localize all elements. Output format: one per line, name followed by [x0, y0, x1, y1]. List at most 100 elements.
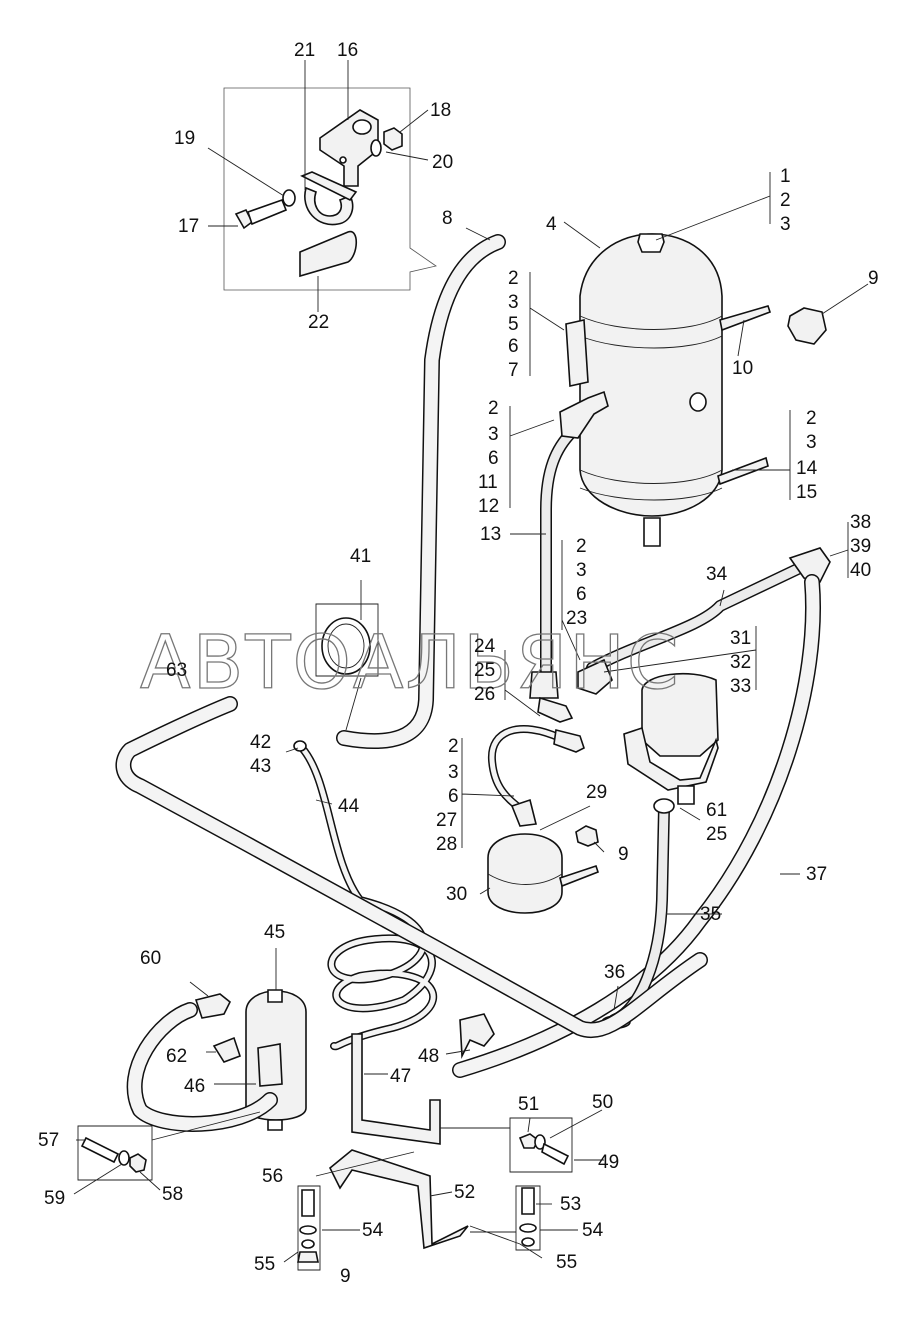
label-38: 38	[850, 512, 871, 533]
washer-20	[370, 139, 382, 157]
label-28: 28	[436, 834, 457, 855]
nut-61	[653, 798, 675, 814]
label-6-valve: 6	[508, 336, 519, 357]
label-35: 35	[700, 904, 721, 925]
elbow-60	[194, 993, 232, 1019]
label-4: 4	[546, 214, 557, 235]
filter-unit	[623, 672, 719, 805]
bolt-17	[234, 198, 288, 230]
label-9-bottom: 9	[340, 1266, 351, 1287]
label-19: 19	[174, 128, 195, 149]
label-2-small: 2	[448, 736, 459, 757]
label-9-top: 9	[868, 268, 879, 289]
label-34: 34	[706, 564, 728, 585]
label-11: 11	[478, 472, 498, 493]
label-2-drain: 2	[806, 408, 817, 429]
label-2-elbow: 2	[488, 398, 499, 419]
label-2-pipe: 2	[576, 536, 587, 557]
label-12: 12	[478, 496, 499, 517]
label-20: 20	[432, 152, 453, 173]
label-53: 53	[560, 1194, 581, 1215]
label-25-top: 25	[474, 660, 495, 681]
fitting-26	[537, 696, 574, 723]
strap-10	[719, 305, 772, 332]
label-55-right: 55	[556, 1252, 577, 1273]
nut-18	[383, 127, 403, 151]
bolt-57	[80, 1136, 147, 1173]
label-43: 43	[250, 756, 271, 777]
label-48: 48	[418, 1046, 439, 1067]
label-39: 39	[850, 536, 871, 557]
label-29: 29	[586, 782, 607, 803]
air-tank-4	[565, 233, 723, 547]
label-16: 16	[337, 40, 358, 61]
label-47: 47	[390, 1066, 411, 1087]
nut-9-top	[787, 307, 827, 345]
label-18: 18	[430, 100, 451, 121]
label-1: 1	[780, 166, 791, 187]
bracket-48	[459, 1013, 495, 1060]
label-54-right: 54	[582, 1220, 604, 1241]
label-21: 21	[294, 40, 315, 61]
small-tank-30	[487, 833, 563, 914]
bolt-56	[297, 1189, 319, 1263]
strap-14	[717, 456, 769, 486]
label-37: 37	[806, 864, 827, 885]
label-23: 23	[566, 608, 587, 629]
label-8: 8	[442, 208, 453, 229]
bolt-53	[519, 1187, 537, 1247]
bracket-47	[351, 1033, 441, 1145]
label-3-small: 3	[448, 762, 459, 783]
label-41: 41	[350, 546, 371, 567]
label-30: 30	[446, 884, 467, 905]
fitting-31	[577, 658, 613, 695]
label-6-elbow: 6	[488, 448, 499, 469]
bolt-49	[518, 1133, 570, 1166]
label-15: 15	[796, 482, 817, 503]
fitting-28	[510, 798, 537, 827]
label-22: 22	[308, 312, 329, 333]
watermark: АВТОАЛЬЯНС	[140, 620, 681, 706]
label-6-small: 6	[448, 786, 459, 807]
label-27: 27	[436, 810, 457, 831]
label-50: 50	[592, 1092, 613, 1113]
clamp-41	[321, 617, 371, 675]
strap-22	[299, 231, 358, 278]
label-25-bottom: 25	[706, 824, 727, 845]
label-14: 14	[796, 458, 818, 479]
label-44: 44	[338, 796, 360, 817]
label-24: 24	[474, 636, 496, 657]
label-62: 62	[166, 1046, 187, 1067]
label-63: 63	[166, 660, 187, 681]
fitting-25	[553, 729, 585, 753]
washer-19	[282, 189, 296, 207]
label-55-left: 55	[254, 1254, 275, 1275]
elbow-fitting-11	[559, 390, 609, 439]
label-3-drain: 3	[806, 432, 817, 453]
label-3-tank: 3	[780, 214, 791, 235]
fitting-24	[529, 671, 559, 699]
label-9-mid: 9	[618, 844, 629, 865]
label-17: 17	[178, 216, 199, 237]
bracket-52	[328, 1149, 469, 1250]
label-2-tank: 2	[780, 190, 791, 211]
label-45: 45	[264, 922, 285, 943]
label-60: 60	[140, 948, 161, 969]
label-42: 42	[250, 732, 271, 753]
label-58: 58	[162, 1184, 183, 1205]
label-46: 46	[184, 1076, 205, 1097]
label-3-pipe: 3	[576, 560, 587, 581]
label-59: 59	[44, 1188, 65, 1209]
label-13: 13	[480, 524, 501, 545]
label-52: 52	[454, 1182, 475, 1203]
label-26: 26	[474, 684, 495, 705]
label-3-valve: 3	[508, 292, 519, 313]
hose-27	[487, 725, 564, 814]
nut-42	[293, 740, 307, 752]
fitting-38	[788, 547, 831, 583]
part-labels: 21 16 18 19 20 17 22 8 4 1 2 3 9 10 2 3 …	[38, 40, 879, 1287]
strap-30	[559, 864, 599, 888]
label-49: 49	[598, 1152, 619, 1173]
bracket-16	[319, 109, 379, 187]
